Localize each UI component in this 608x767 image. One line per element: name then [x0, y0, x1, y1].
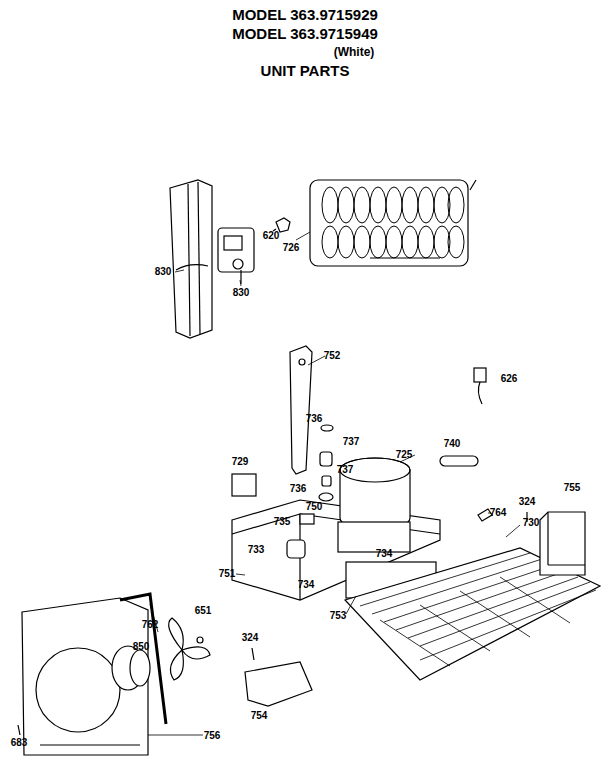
callout-number: 324 [242, 633, 259, 643]
callout-number: 736 [290, 484, 307, 494]
callout-number: 752 [324, 351, 341, 361]
callout-number: 751 [219, 569, 236, 579]
callout-number: 734 [298, 580, 315, 590]
callout-number: 830 [155, 267, 172, 277]
callout-number: 737 [337, 465, 354, 475]
callout-number: 730 [523, 518, 540, 528]
model-heading: MODEL 363.9715949 [232, 26, 378, 41]
callout-number: 830 [233, 288, 250, 298]
callout-number: 750 [306, 502, 323, 512]
callout-number: 755 [564, 483, 581, 493]
callout-number: 736 [306, 414, 323, 424]
model-heading: (White) [334, 46, 375, 58]
callout-number: 756 [204, 731, 221, 741]
callout-number: 753 [330, 611, 347, 621]
callout-number: 737 [343, 437, 360, 447]
diagram-title: UNIT PARTS [261, 63, 350, 78]
callout-number: 764 [490, 508, 507, 518]
model-heading: MODEL 363.9715929 [232, 7, 378, 22]
callout-number: 754 [251, 711, 268, 721]
callout-number: 850 [133, 642, 150, 652]
callout-number: 620 [263, 231, 280, 241]
callout-number: 734 [376, 549, 393, 559]
callout-number: 762 [142, 620, 159, 630]
callout-number: 740 [444, 439, 461, 449]
callout-number: 733 [248, 545, 265, 555]
callout-number: 683 [11, 738, 28, 748]
callout-number: 626 [501, 374, 518, 384]
callout-number: 729 [232, 457, 249, 467]
callout-number: 726 [283, 243, 300, 253]
callout-number: 725 [396, 450, 413, 460]
callout-number: 735 [274, 517, 291, 527]
callout-number: 651 [195, 606, 212, 616]
callout-number: 324 [519, 497, 536, 507]
